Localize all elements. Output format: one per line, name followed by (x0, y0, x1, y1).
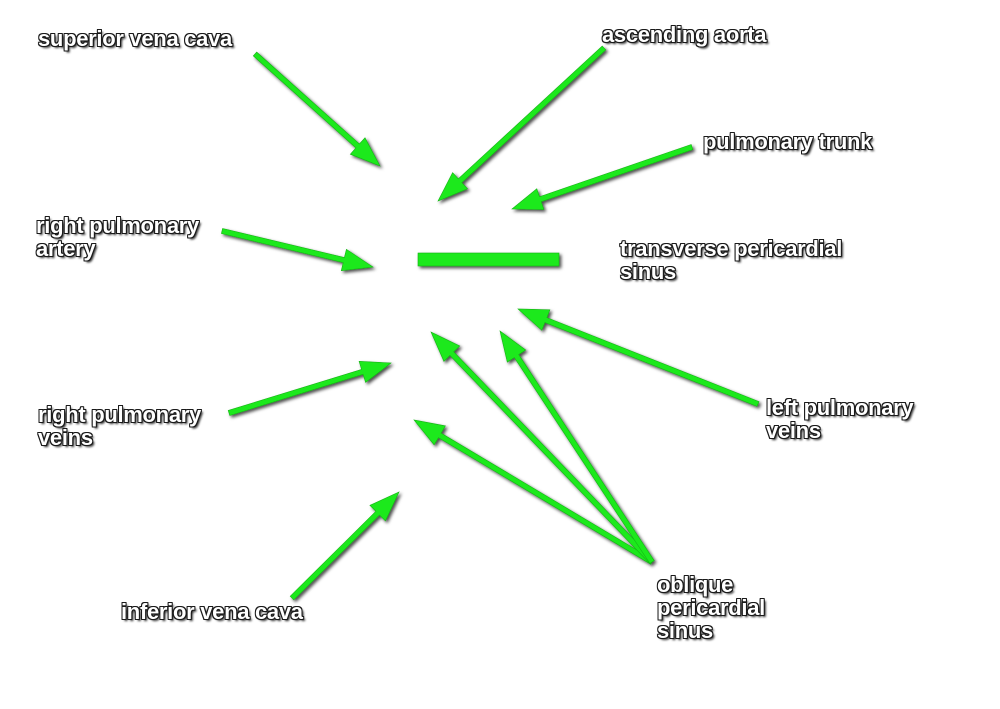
label-superior-vena-cava: superior vena cava (38, 26, 232, 51)
arrow-right-pulmonary-veins (227, 360, 392, 416)
arrow-oblique-sinus-upper (499, 330, 655, 564)
arrow-oblique-sinus-middle (430, 331, 655, 565)
arrow-right-pulmonary-artery (221, 228, 374, 272)
label-line: veins (766, 418, 821, 443)
label-ascending-aorta: ascending aorta (602, 22, 767, 47)
label-line: oblique (657, 572, 734, 597)
label-line: right pulmonary (36, 213, 199, 238)
label-left-pulmonary-veins: left pulmonary veins (766, 395, 914, 443)
arrow-ascending-aorta (437, 45, 607, 202)
label-pulmonary-trunk: pulmonary trunk (703, 129, 873, 154)
label-transverse-pericardial-sinus: transverse pericardial sinus (620, 237, 842, 283)
label-line: sinus (620, 259, 676, 284)
label-line: veins (38, 425, 93, 450)
label-oblique-pericardial-sinus: oblique pericardial sinus (657, 573, 765, 642)
arrow-inferior-vena-cava (289, 491, 400, 601)
arrow-oblique-sinus-lower (413, 419, 654, 565)
arrow-left-pulmonary-veins (517, 308, 760, 407)
label-line: artery (36, 236, 96, 261)
arrow-superior-vena-cava (252, 51, 381, 167)
arrow-pulmonary-trunk (511, 144, 694, 210)
label-right-pulmonary-veins: right pulmonary veins (38, 403, 201, 449)
label-line: transverse pericardial (620, 236, 843, 261)
label-right-pulmonary-artery: right pulmonary artery (36, 214, 199, 260)
label-line: right pulmonary (38, 402, 201, 427)
transverse-sinus-bar (417, 252, 560, 267)
label-line: pericardial (657, 595, 765, 620)
label-inferior-vena-cava: inferior vena cava (121, 599, 303, 624)
label-line: sinus (657, 618, 713, 643)
label-line: left pulmonary (766, 395, 914, 420)
